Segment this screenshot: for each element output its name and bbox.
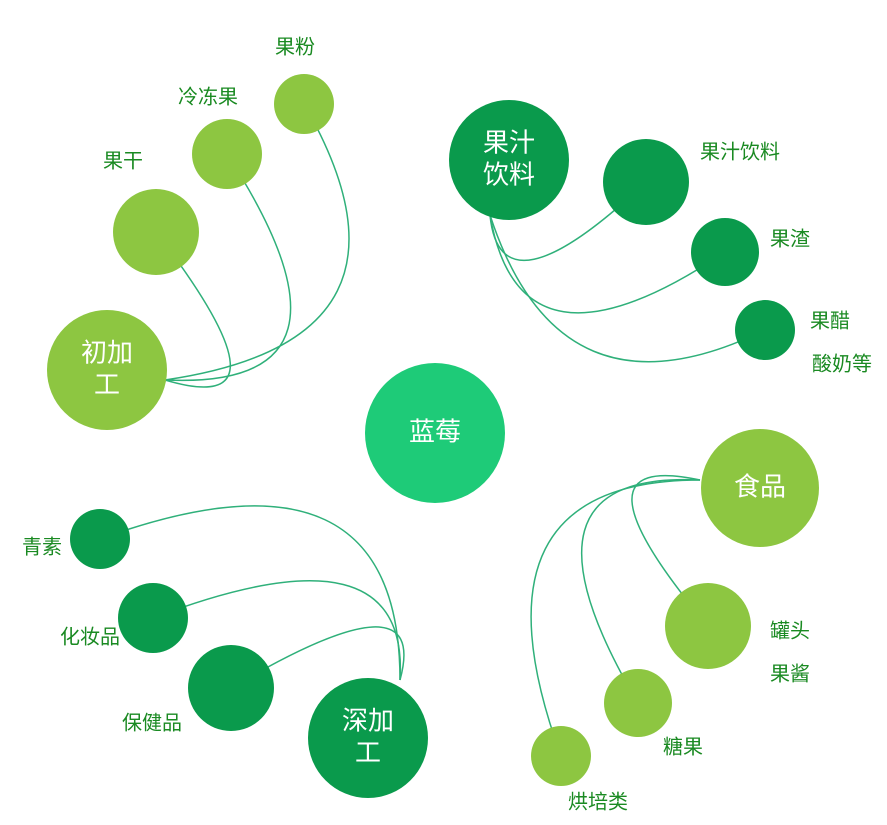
leaf-node [113, 189, 199, 275]
leaf-label: 青素 [22, 535, 62, 559]
leaf-label: 果粉 [275, 35, 315, 59]
leaf-label: 冷冻果 [178, 85, 238, 109]
connector-line [164, 103, 350, 381]
center-label: 蓝莓 [409, 418, 461, 448]
connector-line [164, 153, 292, 382]
leaf-label: 化妆品 [60, 625, 120, 649]
center-node [365, 363, 505, 503]
connector-line [580, 478, 701, 704]
leaf-node [604, 669, 672, 737]
leaf-node [735, 300, 795, 360]
leaf-label: 酸奶等 [812, 352, 872, 376]
leaf-label: 果酱 [770, 662, 810, 686]
leaf-label: 糖果 [663, 735, 703, 759]
leaf-label: 果渣 [770, 227, 810, 251]
connector-line [230, 626, 405, 689]
leaf-node [691, 218, 759, 286]
leaf-label: 果干 [103, 149, 143, 173]
connector-line [489, 214, 726, 314]
connector-line [489, 214, 766, 363]
leaf-label: 果醋 [810, 309, 850, 333]
connector-line [631, 474, 709, 627]
hub-node-primary [47, 310, 167, 430]
leaf-label: 罐头 [770, 619, 810, 643]
leaf-node [665, 583, 751, 669]
leaf-label: 烘培类 [568, 790, 628, 814]
hub-label: 工 [355, 739, 381, 769]
leaf-node [274, 74, 334, 134]
leaf-node [603, 139, 689, 225]
leaf-node [70, 509, 130, 569]
hub-label: 初加 [81, 339, 133, 369]
connector-lines [99, 103, 766, 757]
connector-line [155, 231, 231, 388]
leaf-label: 保健品 [122, 711, 182, 735]
hub-node-juice [449, 100, 569, 220]
leaf-node [192, 119, 262, 189]
hub-label: 果汁 [483, 129, 535, 159]
hub-label: 深加 [342, 707, 394, 737]
leaf-label: 果汁饮料 [700, 140, 780, 164]
connector-line [99, 505, 401, 681]
leaf-node [118, 583, 188, 653]
nodes: 蓝莓初加工果汁饮料食品深加工果干冷冻果果粉果汁饮料果渣果醋酸奶等罐头果酱糖果烘培… [22, 35, 872, 814]
hub-label: 饮料 [483, 161, 535, 191]
hub-label: 工 [94, 371, 120, 401]
hub-label: 食品 [734, 473, 786, 503]
leaf-node [188, 645, 274, 731]
connector-line [530, 479, 701, 757]
connector-line [152, 580, 402, 681]
hub-node-food [701, 429, 819, 547]
leaf-node [531, 726, 591, 786]
hub-node-deep [308, 678, 428, 798]
